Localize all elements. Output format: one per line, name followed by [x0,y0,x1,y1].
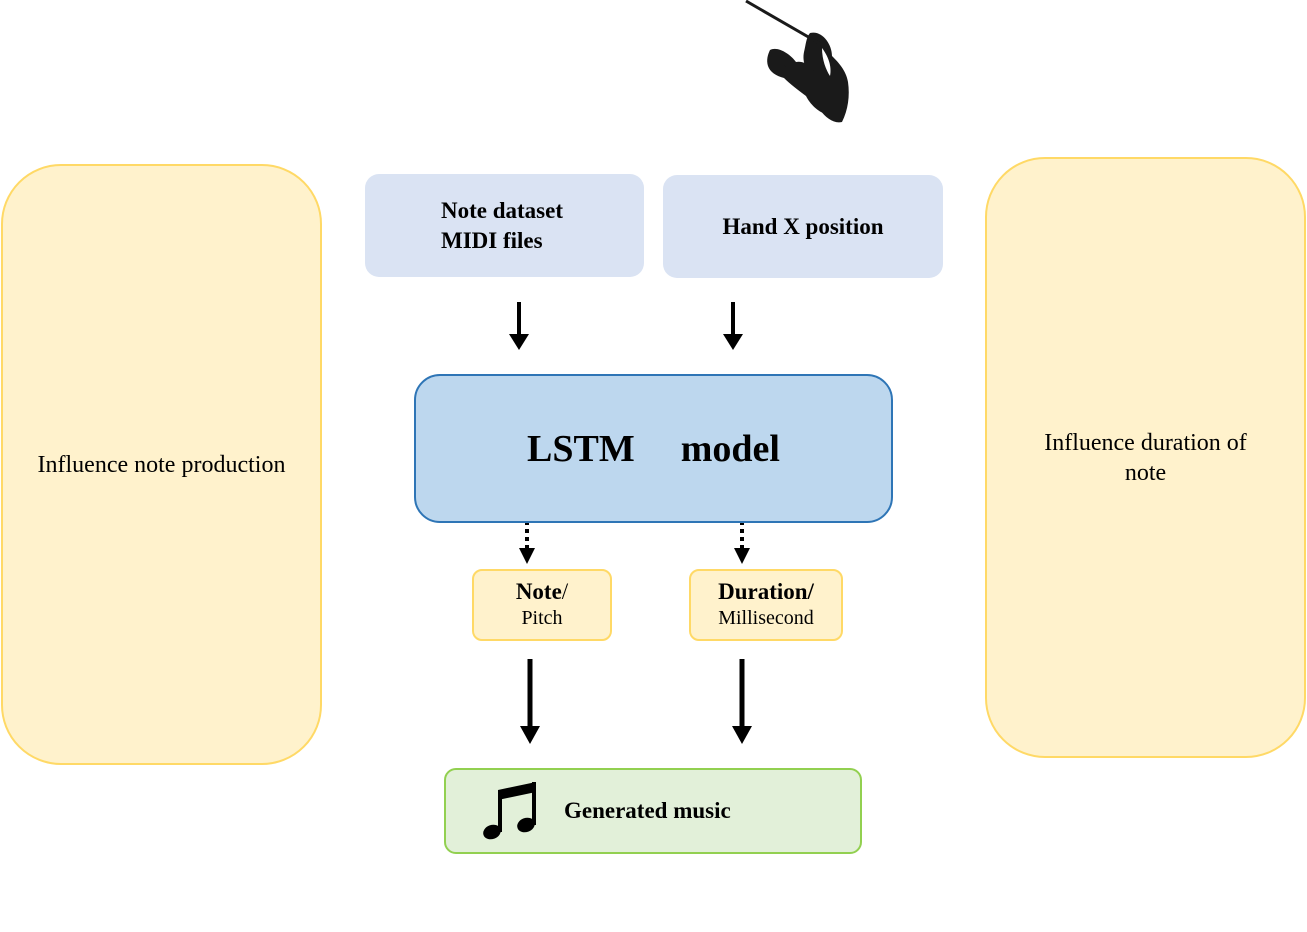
lstm-model-word1: LSTM [527,427,635,470]
note-output-label: Note [515,579,562,604]
music-note-icon [483,782,536,840]
hand-position-label: Hand X position [722,213,884,239]
arrow-model-to-note-dotted [519,513,535,564]
note-output-slash: / [561,579,569,604]
duration-box: Duration/ Millisecond [689,569,843,641]
arrow-duration-to-generated [732,659,752,744]
arrow-model-to-duration-dotted [734,513,750,564]
duration-output-slash: / [807,579,814,604]
influence-duration-label: Influence duration of note [1044,429,1247,486]
note-output-sub: Pitch [521,607,563,629]
duration-output-sub: Millisecond [718,607,814,629]
generated-music-box: Generated music [444,768,862,854]
note-dataset-line2: MIDI files [441,227,543,253]
arrow-dataset-to-model [509,302,529,350]
note-dataset-box: Note dataset MIDI files [365,174,644,277]
lstm-model-box: LSTM model [414,374,893,523]
note-dataset-line1: Note dataset [441,197,563,223]
lstm-model-word2: model [680,427,780,470]
generated-music-label: Generated music [564,798,731,823]
note-pitch-box: Note/ Pitch [472,569,612,641]
influence-duration-panel: Influence duration of note [985,157,1306,758]
influence-note-panel: Influence note production [1,164,322,765]
duration-output-label: Duration [718,579,808,604]
arrow-hand-to-model [723,302,743,350]
hand-position-box: Hand X position [663,175,943,278]
arrow-note-to-generated [520,659,540,744]
influence-note-label: Influence note production [37,451,286,478]
